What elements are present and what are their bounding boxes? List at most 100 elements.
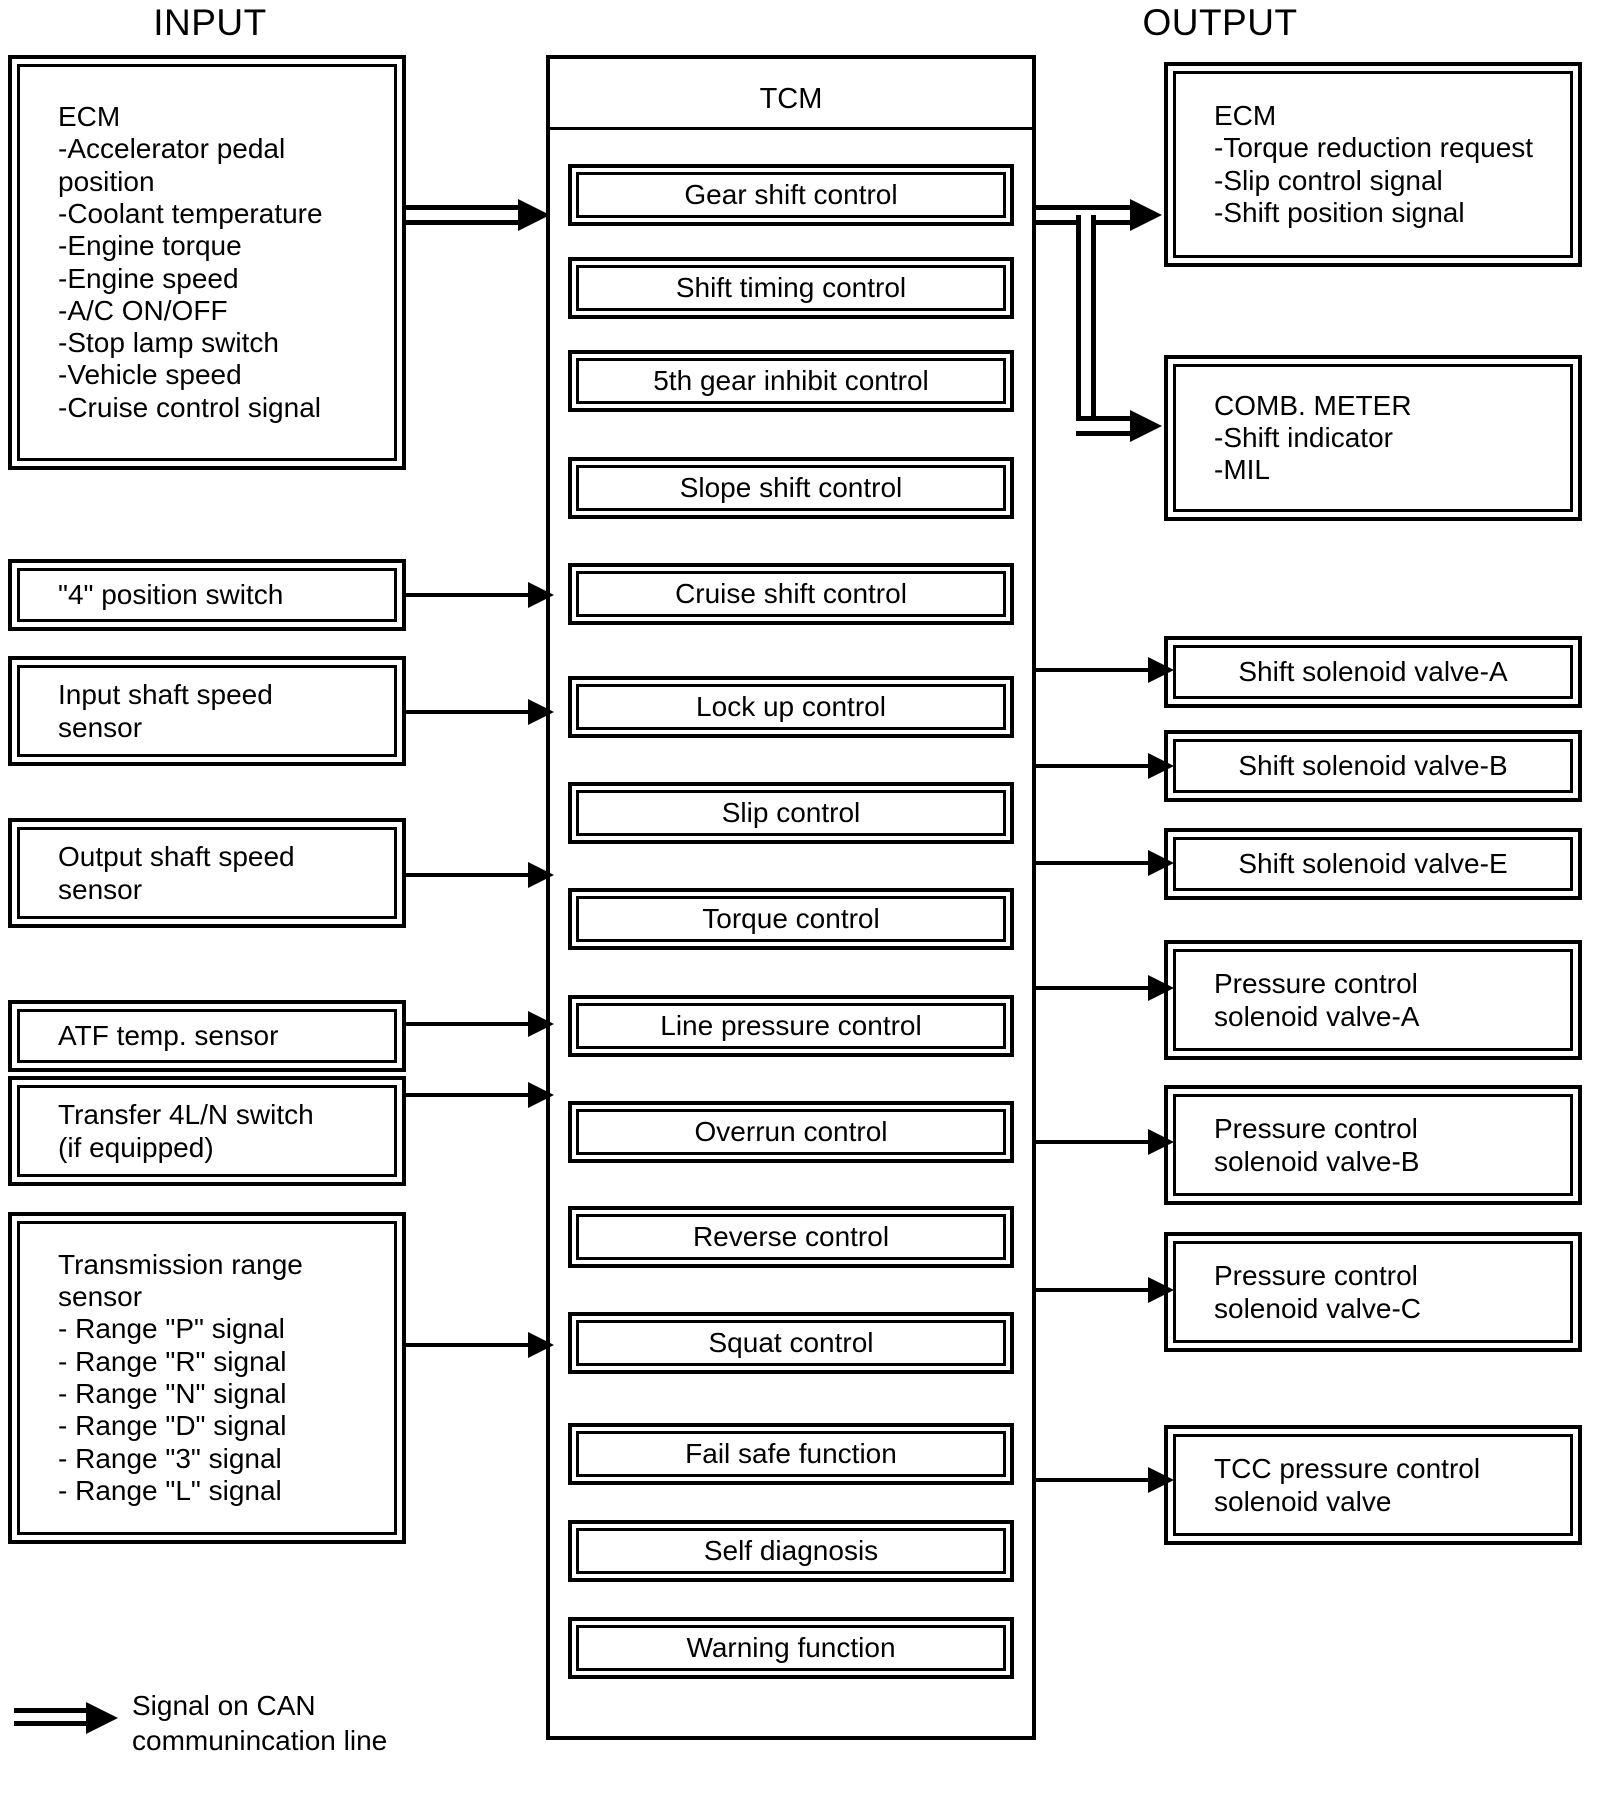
output-box-ecm-label: ECM -Torque reduction request -Slip cont… <box>1214 99 1534 228</box>
output-box-tcc-pressure-control-solenoid-valve-label: TCC pressure control solenoid valve <box>1214 1452 1481 1517</box>
tcm-function-label: Fail safe function <box>685 1438 897 1469</box>
arrow-pressure-control-solenoid-valve-a-head <box>1148 975 1174 1001</box>
input-box-transmission-range-sensor-label: Transmission range sensor - Range "P" si… <box>58 1248 303 1506</box>
tcm-function-label: Lock up control <box>696 691 886 722</box>
can-arrow-comb-meter-riser <box>1076 215 1096 436</box>
arrow-tcm-to-pressure-control-solenoid-valve-c <box>1036 1288 1151 1292</box>
can-arrow-tcm-to-ecm-head <box>1130 199 1162 231</box>
arrow-tcm-to-shift-solenoid-valve-b <box>1036 764 1151 768</box>
input-box-ecm[interactable]: ECM -Accelerator pedal position -Coolant… <box>8 55 406 470</box>
arrow-tcc-pressure-control-solenoid-valve-head <box>1148 1467 1174 1493</box>
tcm-function-torque-control[interactable]: Torque control <box>568 888 1014 950</box>
input-box-output-shaft-speed-sensor-label: Output shaft speed sensor <box>58 840 295 905</box>
legend-can-arrow-head <box>86 1702 118 1734</box>
arrow-output-shaft-speed-sensor-to-tcm <box>406 873 531 877</box>
arrow-atf-temp-sensor-head <box>528 1011 554 1037</box>
tcm-title-divider <box>550 127 1032 130</box>
output-box-pressure-control-solenoid-valve-b-label: Pressure control solenoid valve-B <box>1214 1112 1420 1177</box>
can-arrow-comb-meter-run <box>1076 416 1134 436</box>
output-box-shift-solenoid-valve-a-label: Shift solenoid valve-A <box>1238 656 1508 688</box>
legend-label: Signal on CAN communincation line <box>132 1690 388 1756</box>
output-box-pressure-control-solenoid-valve-a[interactable]: Pressure control solenoid valve-A <box>1164 940 1582 1060</box>
tcm-function-gear-shift-control[interactable]: Gear shift control <box>568 164 1014 226</box>
input-box-4-position-switch-label: "4" position switch <box>58 579 284 611</box>
tcm-title: TCM <box>759 83 823 115</box>
tcm-function-shift-timing-control[interactable]: Shift timing control <box>568 257 1014 319</box>
arrow-tcm-to-shift-solenoid-valve-e <box>1036 861 1151 865</box>
arrow-shift-solenoid-valve-b-head <box>1148 753 1174 779</box>
tcm-function-slope-shift-control[interactable]: Slope shift control <box>568 457 1014 519</box>
arrow-shift-solenoid-valve-a-head <box>1148 657 1174 683</box>
input-box-transfer-4ln-switch[interactable]: Transfer 4L/N switch (if equipped) <box>8 1076 406 1186</box>
tcm-function-warning-function[interactable]: Warning function <box>568 1617 1014 1679</box>
tcm-function-label: Cruise shift control <box>675 578 907 609</box>
tcm-function-label: Warning function <box>686 1632 896 1663</box>
arrow-input-shaft-speed-sensor-head <box>528 699 554 725</box>
output-box-comb-meter[interactable]: COMB. METER -Shift indicator -MIL <box>1164 355 1582 521</box>
output-box-tcc-pressure-control-solenoid-valve[interactable]: TCC pressure control solenoid valve <box>1164 1425 1582 1545</box>
arrow-4-position-switch-head <box>528 582 554 608</box>
arrow-input-shaft-speed-sensor-to-tcm <box>406 710 531 714</box>
input-box-ecm-label: ECM -Accelerator pedal position -Coolant… <box>58 100 323 423</box>
tcm-function-5th-gear-inhibit-control[interactable]: 5th gear inhibit control <box>568 350 1014 412</box>
output-box-shift-solenoid-valve-e-label: Shift solenoid valve-E <box>1238 848 1508 880</box>
legend: Signal on CAN communincation line <box>14 1680 434 1790</box>
output-box-comb-meter-label: COMB. METER -Shift indicator -MIL <box>1214 389 1412 486</box>
arrow-tcm-to-pressure-control-solenoid-valve-b <box>1036 1140 1151 1144</box>
input-column-heading: INPUT <box>153 2 267 43</box>
tcm-function-label: Slip control <box>721 797 861 828</box>
input-box-transfer-4ln-switch-label: Transfer 4L/N switch (if equipped) <box>58 1098 314 1163</box>
tcm-function-lock-up-control[interactable]: Lock up control <box>568 676 1014 738</box>
arrow-shift-solenoid-valve-e-head <box>1148 850 1174 876</box>
tcm-function-label: Shift timing control <box>675 272 907 303</box>
arrow-transmission-range-sensor-to-tcm <box>406 1343 531 1347</box>
tcm-function-label: Squat control <box>708 1327 874 1358</box>
arrow-tcm-to-pressure-control-solenoid-valve-a <box>1036 986 1151 990</box>
input-box-input-shaft-speed-sensor-label: Input shaft speed sensor <box>58 678 273 743</box>
output-box-shift-solenoid-valve-b-label: Shift solenoid valve-B <box>1238 750 1508 782</box>
tcm-function-slip-control[interactable]: Slip control <box>568 782 1014 844</box>
input-box-transmission-range-sensor[interactable]: Transmission range sensor - Range "P" si… <box>8 1212 406 1544</box>
tcm-function-label: Overrun control <box>694 1116 888 1147</box>
output-box-ecm[interactable]: ECM -Torque reduction request -Slip cont… <box>1164 62 1582 267</box>
output-box-shift-solenoid-valve-b[interactable]: Shift solenoid valve-B <box>1164 730 1582 802</box>
tcm-function-line-pressure-control[interactable]: Line pressure control <box>568 995 1014 1057</box>
output-box-pressure-control-solenoid-valve-c[interactable]: Pressure control solenoid valve-C <box>1164 1232 1582 1352</box>
arrow-tcm-to-tcc-pressure-control-solenoid-valve <box>1036 1478 1151 1482</box>
tcm-function-label: Slope shift control <box>679 472 903 503</box>
arrow-transmission-range-sensor-head <box>528 1332 554 1358</box>
tcm-function-label: Gear shift control <box>684 179 898 210</box>
tcm-function-overrun-control[interactable]: Overrun control <box>568 1101 1014 1163</box>
input-box-atf-temp-sensor-label: ATF temp. sensor <box>58 1020 279 1052</box>
tcm-function-label: Line pressure control <box>660 1010 922 1041</box>
tcm-function-squat-control[interactable]: Squat control <box>568 1312 1014 1374</box>
tcm-function-label: Torque control <box>702 903 880 934</box>
tcm-function-self-diagnosis[interactable]: Self diagnosis <box>568 1520 1014 1582</box>
arrow-atf-temp-sensor-to-tcm <box>406 1022 531 1026</box>
input-box-input-shaft-speed-sensor[interactable]: Input shaft speed sensor <box>8 656 406 766</box>
can-arrow-ecm-to-tcm <box>406 205 521 225</box>
input-box-4-position-switch[interactable]: "4" position switch <box>8 559 406 631</box>
can-arrow-ecm-to-tcm-head <box>518 199 550 231</box>
tcm-function-label: 5th gear inhibit control <box>653 365 929 396</box>
output-box-shift-solenoid-valve-a[interactable]: Shift solenoid valve-A <box>1164 636 1582 708</box>
tcm-function-label: Self diagnosis <box>703 1535 879 1566</box>
arrow-pressure-control-solenoid-valve-c-head <box>1148 1277 1174 1303</box>
can-arrow-tcm-to-comb-meter-head <box>1130 410 1162 442</box>
tcm-function-label: Reverse control <box>692 1221 890 1252</box>
output-box-shift-solenoid-valve-e[interactable]: Shift solenoid valve-E <box>1164 828 1582 900</box>
arrow-output-shaft-speed-sensor-head <box>528 862 554 888</box>
input-box-output-shaft-speed-sensor[interactable]: Output shaft speed sensor <box>8 818 406 928</box>
output-column-heading: OUTPUT <box>1142 2 1298 43</box>
tcm-function-reverse-control[interactable]: Reverse control <box>568 1206 1014 1268</box>
input-box-atf-temp-sensor[interactable]: ATF temp. sensor <box>8 1000 406 1072</box>
arrow-4-position-switch-to-tcm <box>406 593 531 597</box>
arrow-pressure-control-solenoid-valve-b-head <box>1148 1129 1174 1155</box>
legend-can-arrow-shaft <box>14 1708 90 1726</box>
tcm-function-cruise-shift-control[interactable]: Cruise shift control <box>568 563 1014 625</box>
arrow-tcm-to-shift-solenoid-valve-a <box>1036 668 1151 672</box>
output-box-pressure-control-solenoid-valve-b[interactable]: Pressure control solenoid valve-B <box>1164 1085 1582 1205</box>
tcm-function-fail-safe-function[interactable]: Fail safe function <box>568 1423 1014 1485</box>
output-box-pressure-control-solenoid-valve-c-label: Pressure control solenoid valve-C <box>1214 1259 1421 1324</box>
